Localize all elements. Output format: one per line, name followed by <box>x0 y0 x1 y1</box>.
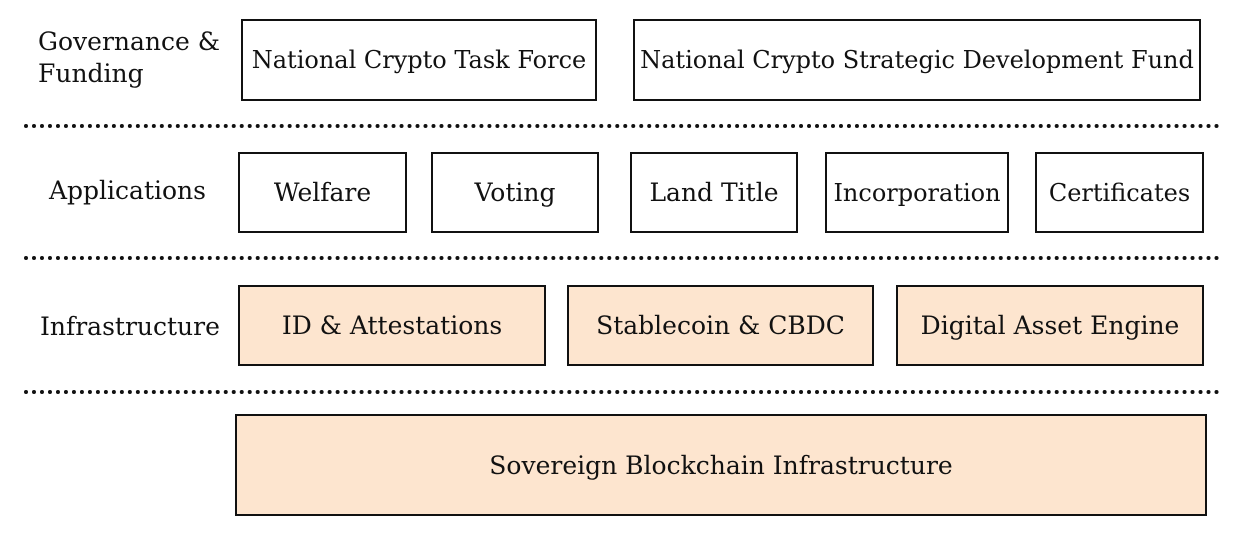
box-certificates: Certificates <box>1035 152 1204 233</box>
box-digital-asset-engine: Digital Asset Engine <box>896 285 1204 366</box>
box-voting: Voting <box>431 152 599 233</box>
box-stablecoin-cbdc: Stablecoin & CBDC <box>567 285 874 366</box>
layer-divider-3 <box>24 390 1220 394</box>
box-strategic-development-fund: National Crypto Strategic Development Fu… <box>633 19 1201 101</box>
box-welfare: Welfare <box>238 152 407 233</box>
box-sovereign-blockchain-infrastructure: Sovereign Blockchain Infrastructure <box>235 414 1207 516</box>
box-land-title: Land Title <box>630 152 798 233</box>
layer-label-governance: Governance & Funding <box>38 27 220 88</box>
layer-label-applications: Applications <box>49 176 206 205</box>
box-id-attestations: ID & Attestations <box>238 285 546 366</box>
layer-divider-2 <box>24 256 1220 260</box>
layer-divider-1 <box>24 124 1220 128</box>
layer-label-infrastructure: Infrastructure <box>40 312 220 341</box>
box-incorporation: Incorporation <box>825 152 1009 233</box>
box-national-crypto-task-force: National Crypto Task Force <box>241 19 597 101</box>
